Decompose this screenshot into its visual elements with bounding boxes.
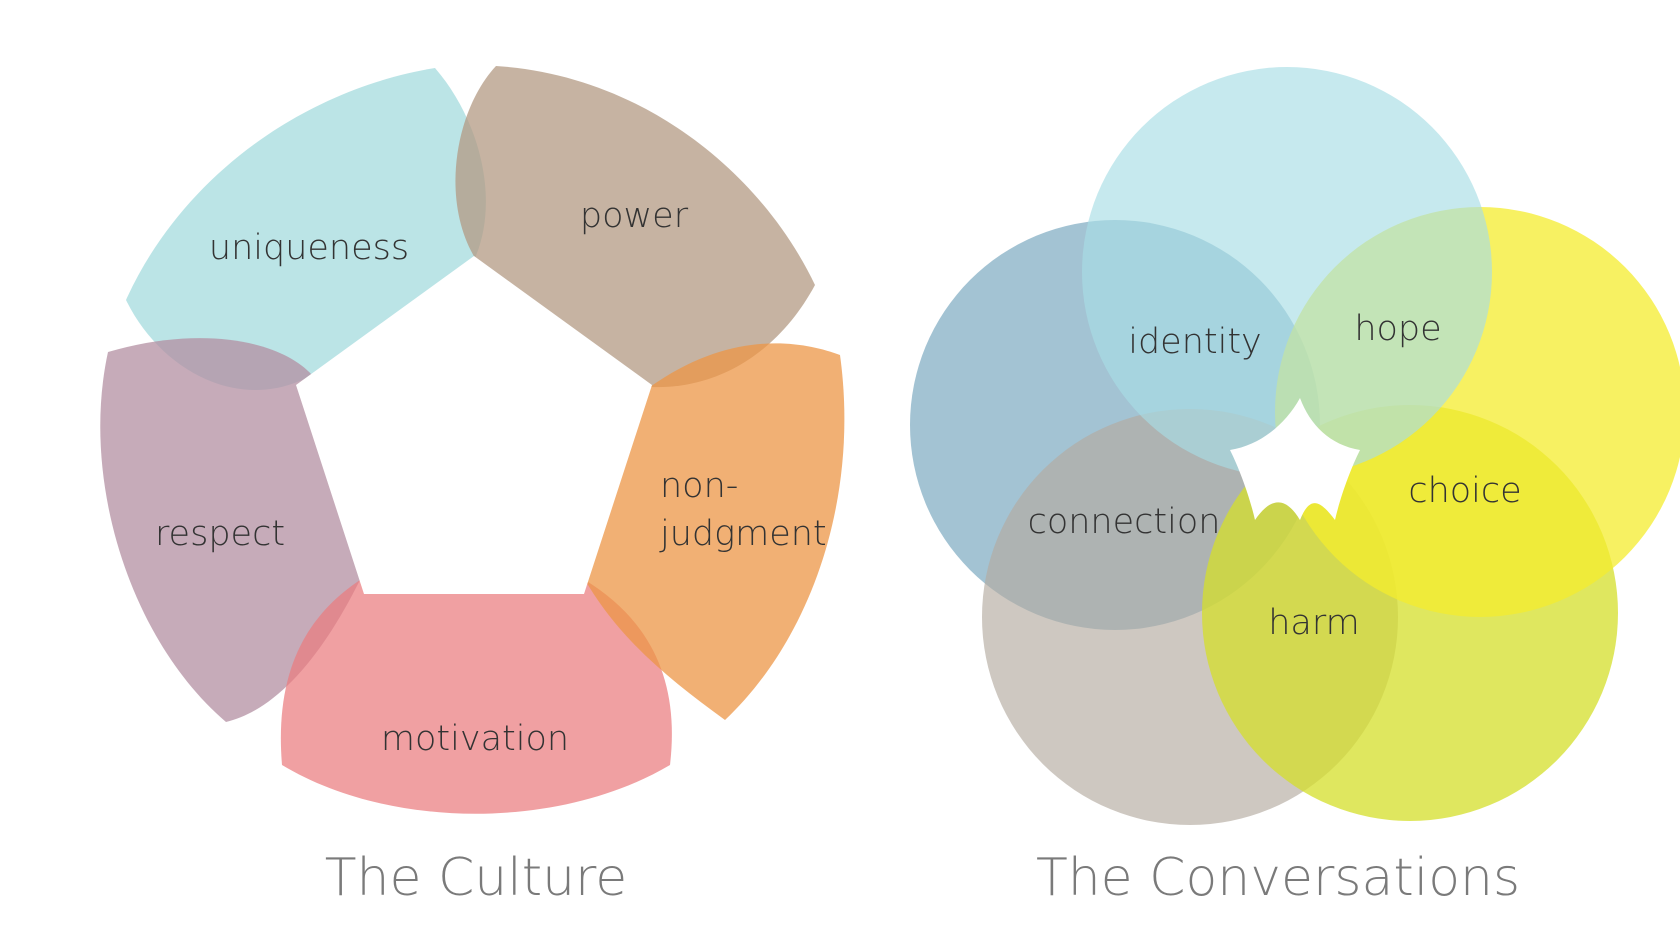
culture-diagram: uniqueness power respect motivation non-… (100, 66, 845, 908)
segment-respect (100, 338, 361, 722)
culture-title: The Culture (325, 848, 628, 908)
segment-motivation (280, 580, 672, 814)
label-motivation: motivation (381, 719, 569, 759)
conversations-title: The Conversations (1036, 848, 1520, 908)
label-respect: respect (155, 514, 285, 554)
segment-power (455, 66, 815, 388)
label-harm: harm (1268, 603, 1360, 643)
label-uniqueness: uniqueness (209, 228, 409, 268)
segment-non-judgment (585, 343, 845, 720)
segment-uniqueness (126, 68, 486, 391)
label-hope: hope (1354, 309, 1441, 349)
label-power: power (580, 196, 689, 236)
label-identity: identity (1128, 322, 1262, 362)
center-flower (1230, 398, 1360, 520)
label-connection: connection (1028, 502, 1221, 542)
circle-identity (1082, 67, 1492, 477)
conversations-diagram: identity hope connection choice harm The… (910, 67, 1680, 908)
label-non-judgment-line2: judgment (659, 514, 827, 554)
label-choice: choice (1408, 471, 1521, 511)
center-pentagon (296, 256, 652, 594)
label-non-judgment-line1: non- (660, 466, 738, 506)
